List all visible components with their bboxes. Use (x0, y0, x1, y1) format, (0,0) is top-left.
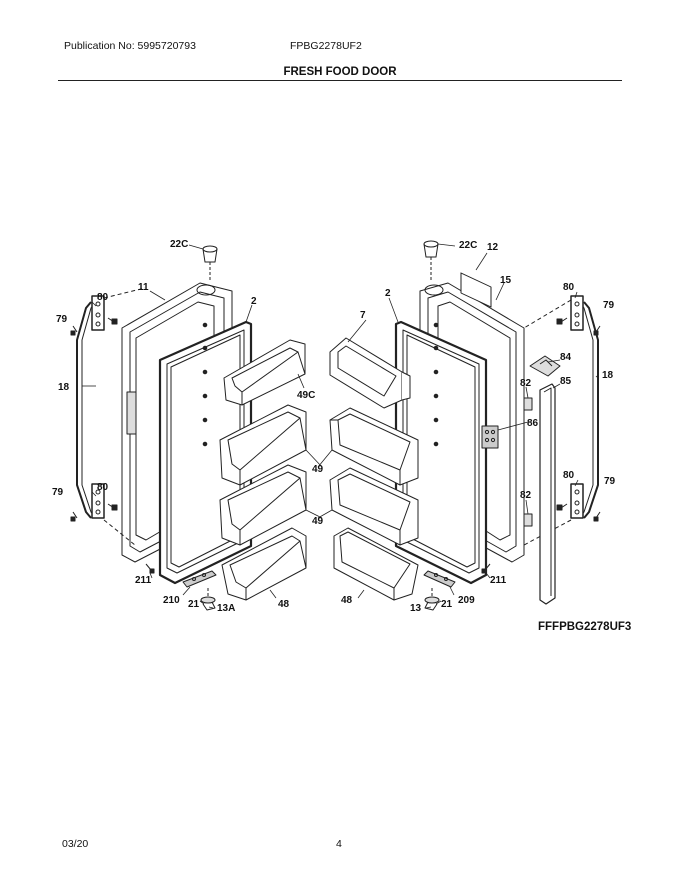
callout-21-left: 21 (188, 599, 200, 610)
callout-211-right: 211 (490, 575, 507, 586)
left-bin-49-top (219, 404, 307, 486)
callout-85: 85 (560, 376, 572, 387)
callout-79-bottom-right: 79 (604, 476, 616, 487)
callout-labels: 22C 22C 12 15 11 2 2 7 80 80 80 80 79 79… (52, 239, 616, 614)
model-number: FPBG2278UF2 (290, 40, 362, 52)
callout-7: 7 (360, 310, 366, 321)
right-bracket-84 (529, 355, 561, 377)
callout-82-bottom: 82 (520, 490, 532, 501)
callout-22c-right: 22C (459, 240, 477, 251)
left-door-dimples (202, 322, 208, 447)
callout-21-right: 21 (441, 599, 453, 610)
header-rule (58, 80, 622, 81)
left-door-cap (202, 245, 218, 281)
callout-80-bottom-left: 80 (97, 482, 109, 493)
callout-79-top-right: 79 (603, 300, 615, 311)
leader-lines (82, 243, 599, 609)
left-bin-49c (223, 339, 306, 406)
right-bin-7 (329, 337, 411, 409)
callout-80-top-left: 80 (97, 292, 109, 303)
footer-date: 03/20 (62, 838, 89, 850)
callout-13a: 13A (217, 603, 235, 614)
left-bottom-hinge (182, 570, 217, 611)
callout-48-left: 48 (278, 599, 290, 610)
left-screw-211 (145, 563, 155, 574)
right-bin-49-top (329, 407, 419, 486)
callout-80-top-right: 80 (563, 282, 575, 293)
right-handle (523, 295, 601, 546)
callout-79-top-left: 79 (56, 314, 68, 325)
figure-code: FFFPBG2278UF3 (538, 621, 632, 633)
callout-2-right: 2 (385, 288, 391, 299)
callout-15: 15 (500, 275, 512, 286)
callout-209: 209 (458, 595, 475, 606)
page-number: 4 (336, 838, 342, 850)
callout-13: 13 (410, 603, 422, 614)
callout-210: 210 (163, 595, 180, 606)
callout-80-bottom-right: 80 (563, 470, 575, 481)
callout-79-bottom-left: 79 (52, 487, 64, 498)
left-handle (70, 287, 146, 546)
callout-49c: 49C (297, 390, 315, 401)
callout-18-left: 18 (58, 382, 70, 393)
section-title: FRESH FOOD DOOR (283, 66, 397, 78)
callout-84: 84 (560, 352, 572, 363)
right-bin-48 (333, 527, 419, 601)
callout-86: 86 (527, 418, 539, 429)
callout-2-left: 2 (251, 296, 257, 307)
left-bin-49-bottom (219, 464, 307, 546)
callout-211-left: 211 (135, 575, 152, 586)
callout-49-left-lower: 49 (312, 516, 324, 527)
callout-22c-left: 22C (170, 239, 188, 250)
callout-48-right: 48 (341, 595, 353, 606)
callout-12: 12 (487, 242, 499, 253)
right-screw-211 (481, 563, 491, 574)
publication-number: Publication No: 5995720793 (64, 40, 196, 52)
callout-49-left-upper: 49 (312, 464, 324, 475)
right-door-dimples (433, 322, 439, 447)
callout-11: 11 (138, 282, 149, 293)
right-bottom-hinge (423, 570, 456, 611)
right-door-cap (423, 240, 439, 281)
right-trim-85 (539, 383, 556, 605)
callout-82-top: 82 (520, 378, 532, 389)
right-control-86 (481, 425, 499, 449)
left-bin-48 (221, 527, 307, 601)
callout-18-right: 18 (602, 370, 614, 381)
